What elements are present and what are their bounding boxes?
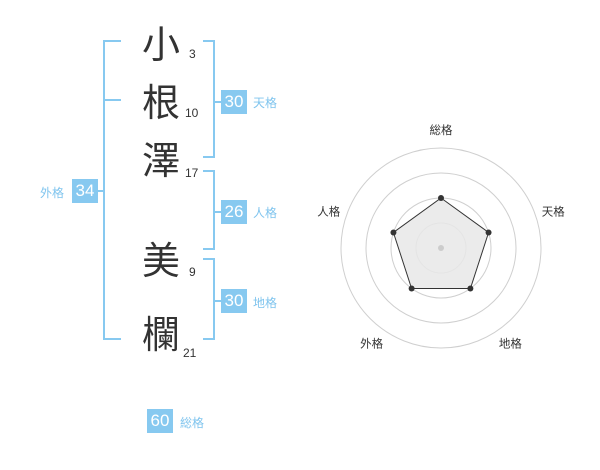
stroke-count-4: 9 bbox=[189, 265, 196, 279]
chikaku-value: 30 bbox=[221, 289, 247, 313]
tenkaku-value: 30 bbox=[221, 90, 247, 114]
radar-axis-label-3: 地格 bbox=[499, 336, 522, 350]
gaikaku-bracket-top bbox=[103, 40, 121, 42]
radar-point-3 bbox=[467, 285, 474, 292]
gaikaku-bracket-vertical bbox=[103, 40, 105, 340]
stroke-count-5: 21 bbox=[183, 346, 197, 360]
jinkaku-bracket-top bbox=[203, 170, 215, 172]
radar-point-2 bbox=[485, 229, 492, 236]
radar-axis-label-5: 人格 bbox=[317, 205, 340, 219]
jinkaku-bracket-vertical bbox=[213, 170, 215, 250]
chikaku-connector bbox=[214, 300, 221, 302]
chikaku-bracket-vertical bbox=[213, 258, 215, 340]
gaikaku-bracket-upper-tick bbox=[103, 99, 121, 101]
radar-point-5 bbox=[390, 229, 397, 236]
stroke-count-2: 10 bbox=[185, 106, 199, 120]
gaikaku-label: 外格 bbox=[40, 186, 65, 200]
gaikaku-value: 34 bbox=[72, 179, 98, 203]
stroke-count-1: 3 bbox=[189, 47, 196, 61]
tenkaku-label: 天格 bbox=[253, 96, 278, 110]
jinkaku-value: 26 bbox=[221, 200, 247, 224]
name-char-4: 美 bbox=[142, 239, 181, 283]
name-char-3: 澤 bbox=[142, 139, 181, 183]
radar-ring-4 bbox=[340, 147, 542, 349]
gaikaku-bracket-bottom bbox=[103, 338, 121, 340]
soukaku-value: 60 bbox=[147, 409, 173, 433]
soukaku-label: 総格 bbox=[180, 416, 205, 430]
radar-point-4 bbox=[408, 285, 415, 292]
tenkaku-bracket-bottom bbox=[203, 156, 215, 158]
tenkaku-bracket-vertical bbox=[213, 40, 215, 158]
tenkaku-connector bbox=[214, 101, 221, 103]
chikaku-bracket-bottom bbox=[203, 338, 215, 340]
name-char-5: 欄 bbox=[142, 313, 181, 357]
radar-axis-label-4: 外格 bbox=[360, 336, 383, 350]
chikaku-bracket-top bbox=[203, 258, 215, 260]
radar-center-dot bbox=[438, 245, 444, 251]
name-char-1: 小 bbox=[142, 23, 181, 67]
gaikaku-connector bbox=[98, 190, 104, 192]
tenkaku-bracket-top bbox=[203, 40, 215, 42]
jinkaku-connector bbox=[214, 211, 221, 213]
jinkaku-bracket-bottom bbox=[203, 248, 215, 250]
radar-point-1 bbox=[438, 195, 444, 201]
radar-polygon bbox=[392, 197, 490, 289]
name-char-2: 根 bbox=[142, 81, 181, 125]
stroke-count-3: 17 bbox=[185, 166, 199, 180]
jinkaku-label: 人格 bbox=[253, 206, 278, 220]
chikaku-label: 地格 bbox=[253, 296, 278, 310]
radar-ring-3 bbox=[365, 172, 517, 324]
radar-axis-label-2: 天格 bbox=[542, 205, 565, 219]
radar-axis-label-1: 総格 bbox=[430, 123, 453, 137]
